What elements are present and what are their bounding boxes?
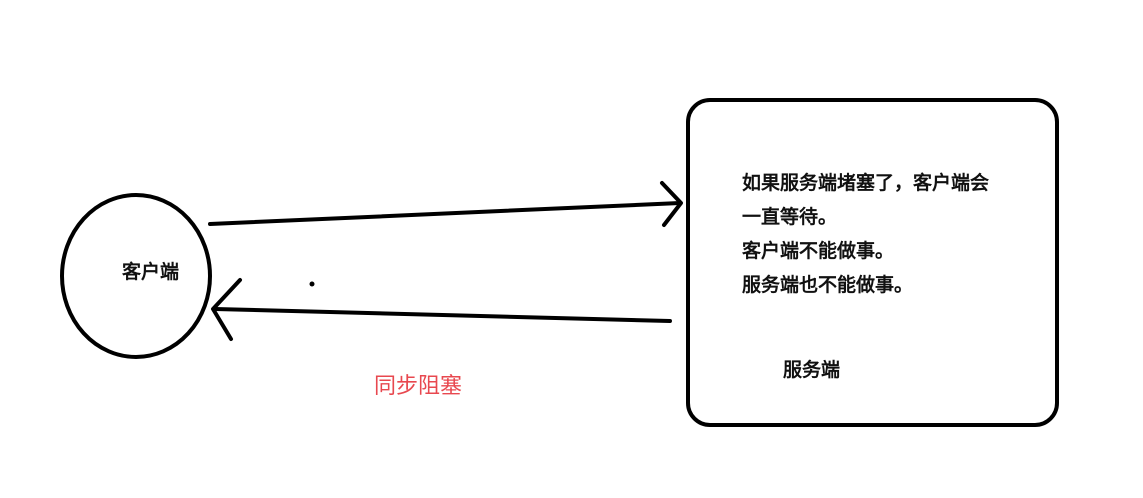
server-note: 如果服务端堵塞了，客户端会 一直等待。 客户端不能做事。 服务端也不能做事。 (742, 166, 989, 302)
response-arrow-shaft (213, 307, 672, 323)
response-arrow (211, 278, 672, 341)
response-arrow-head (211, 278, 242, 341)
request-arrow-shaft (208, 201, 682, 226)
server-note-line-3: 客户端不能做事。 (742, 240, 895, 262)
server-node-box (686, 98, 1059, 427)
stray-dot (309, 281, 315, 287)
client-label: 客户端 (122, 261, 180, 283)
client-node-circle (60, 193, 212, 359)
server-note-line-1: 如果服务端堵塞了，客户端会 (742, 172, 990, 194)
server-note-line-4: 服务端也不能做事。 (742, 274, 914, 296)
sync-blocking-caption: 同步阻塞 (374, 374, 463, 399)
request-arrow-head (660, 181, 683, 227)
request-arrow (208, 181, 683, 227)
server-label: 服务端 (783, 359, 841, 381)
server-note-line-2: 一直等待。 (742, 206, 838, 228)
